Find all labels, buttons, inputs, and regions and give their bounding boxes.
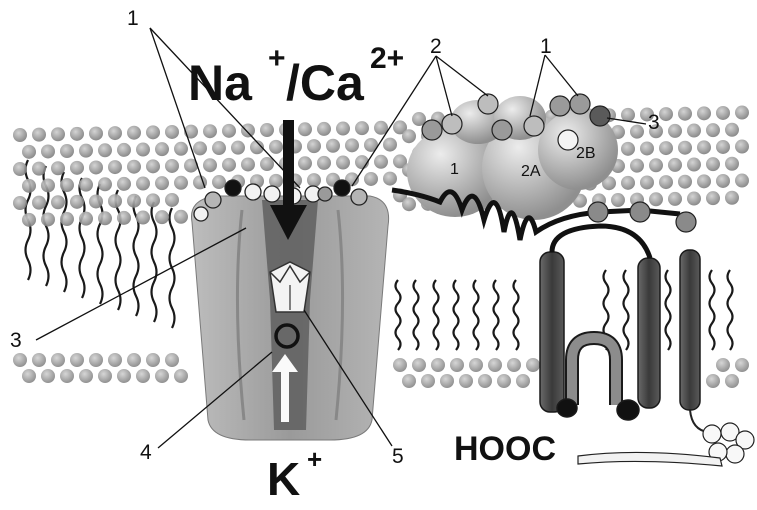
callout-2-top: 2 [430,36,442,57]
hooc-tail [578,452,722,466]
k-charge: + [307,446,322,472]
ca-charge: 2+ [370,44,404,74]
domain-2a-label: 2A [521,164,541,180]
na-charge: + [268,44,286,74]
callout-1-right: 1 [540,36,552,57]
c-terminal-beads [690,410,754,463]
callout-5: 5 [392,446,404,467]
ca-label: /Ca [286,58,364,108]
hooc-label: HOOC [454,432,556,466]
na-label: Na [188,58,252,108]
k-label: K [267,456,300,502]
callout-3-left: 3 [10,330,22,351]
domain-2b-label: 2B [576,146,596,162]
transmembrane-helices [540,226,700,420]
callout-1-left: 1 [127,8,139,29]
callout-3-right: 3 [648,112,660,133]
domain-1-label: 1 [450,162,459,178]
callout-4: 4 [140,442,152,463]
